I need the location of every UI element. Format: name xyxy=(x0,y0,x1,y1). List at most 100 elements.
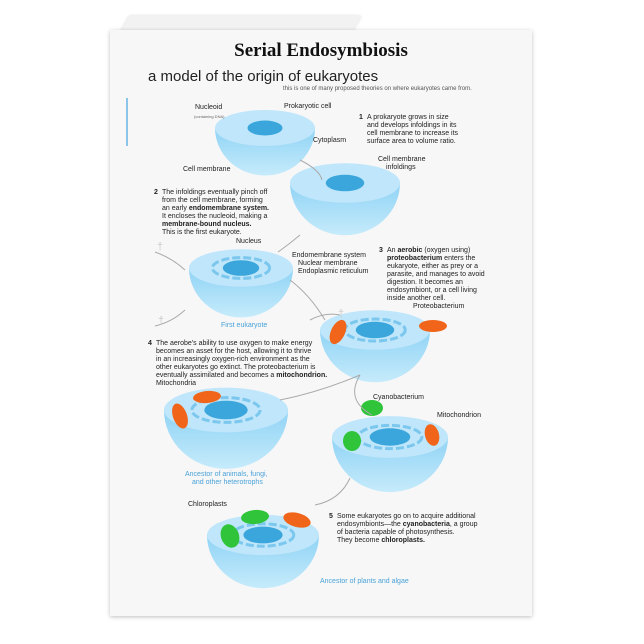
step-line: in an increasingly oxygen-rich environme… xyxy=(156,356,327,364)
arrow xyxy=(277,234,301,253)
step-text: endosymbionts—the xyxy=(337,521,403,528)
label-mitochondria: Mitochondria xyxy=(156,380,197,387)
step-line: cell membrane to increase its xyxy=(367,130,458,138)
step-number: 5 xyxy=(329,513,333,520)
label-nuclear-membrane: Nuclear membrane xyxy=(298,260,358,267)
step-keyword: mitochondrion. xyxy=(276,372,328,379)
step-text: an early xyxy=(162,205,189,212)
chloroplast xyxy=(343,431,361,451)
step-number: 2 xyxy=(154,189,158,196)
label-prokaryotic-cell: Prokaryotic cell xyxy=(284,103,332,110)
dagger-icon: † xyxy=(338,308,344,320)
step-text: surface area to volume ratio. xyxy=(367,138,456,145)
step-text: parasite, and manages to avoid xyxy=(387,271,485,278)
step-text: They become xyxy=(337,537,382,544)
label-first-eukaryote: First eukaryote xyxy=(221,322,268,329)
nucleus xyxy=(355,321,395,339)
step-text: An xyxy=(387,247,398,254)
step-line: from the cell membrane, forming xyxy=(162,197,269,205)
step-text: endosymbiont, or a cell living xyxy=(387,287,477,294)
step-line: digestion. It becomes an xyxy=(387,279,485,287)
step-number: 4 xyxy=(148,340,152,347)
diagram-illustration: ††† xyxy=(126,98,448,589)
nucleus xyxy=(204,400,248,420)
step-text: enters the xyxy=(442,255,476,262)
arrow xyxy=(279,374,361,401)
mitochondrion xyxy=(172,403,188,429)
step-text: digestion. It becomes an xyxy=(387,279,463,286)
step-line: other eukaryotes go extinct. The proteob… xyxy=(156,364,327,372)
label-infoldings-2: infoldings xyxy=(386,164,416,171)
step-line: surface area to volume ratio. xyxy=(367,138,458,146)
label-cytoplasm: Cytoplasm xyxy=(313,137,347,144)
title: Serial Endosymbiosis xyxy=(234,40,408,61)
mitochondrion xyxy=(193,390,221,404)
mitochondrion xyxy=(424,424,440,446)
step-line: of bacteria capable of photosynthesis. xyxy=(337,529,478,537)
endoplasmic-reticulum xyxy=(210,256,272,280)
step-keyword: chloroplasts. xyxy=(381,537,425,544)
step-line: membrane-bound nucleus. xyxy=(162,221,269,229)
step-5-text: 5 Some eukaryotes go on to acquire additi… xyxy=(329,513,478,545)
step-line: an early endomembrane system. xyxy=(162,205,269,213)
step-text: eukaryote, either as prey or a xyxy=(387,263,479,270)
step-line: endosymbiont, or a cell living xyxy=(387,287,485,295)
arrow xyxy=(309,313,341,321)
step-keyword: endomembrane system. xyxy=(188,205,270,212)
chloroplast xyxy=(241,509,269,525)
step-text: (oxygen using) xyxy=(422,247,471,254)
step-text: The infoldings eventually pinch off xyxy=(162,189,268,196)
step-line: The infoldings eventually pinch off xyxy=(162,189,269,197)
step-line: They become chloroplasts. xyxy=(337,537,478,545)
nucleus xyxy=(369,428,411,446)
label-endomembrane: Endomembrane system xyxy=(292,252,366,259)
step-line: eventually assimilated and becomes a mit… xyxy=(156,372,327,380)
label-nucleus: Nucleus xyxy=(236,238,262,245)
step-text: eventually assimilated and becomes a xyxy=(156,372,277,379)
greeting-card: ††† Serial Endosymbiosis a model of the … xyxy=(110,30,532,616)
step-text: other eukaryotes go extinct. The proteob… xyxy=(156,364,316,371)
subtitle: a model of the origin of eukaryotes xyxy=(148,68,379,85)
chloroplast xyxy=(220,524,240,548)
step-line: A prokaryote grows in size xyxy=(367,114,458,122)
dagger-icon: † xyxy=(158,315,164,327)
step-line: This is the first eukaryote. xyxy=(162,229,269,237)
step-text: Some eukaryotes go on to acquire additio… xyxy=(337,513,476,520)
step-line: eukaryote, either as prey or a xyxy=(387,263,485,271)
arrow xyxy=(154,309,186,327)
label-nucleoid-sub: (containing DNA) xyxy=(194,114,225,119)
label-infoldings-1: Cell membrane xyxy=(378,156,426,163)
step-line: and develops infoldings in its xyxy=(367,122,458,130)
label-cyanobacterium: Cyanobacterium xyxy=(373,394,424,401)
step-text: becomes an asset for the host, allowing … xyxy=(156,348,312,355)
step-line: proteobacterium enters the xyxy=(387,255,485,263)
cell xyxy=(332,400,448,493)
step-line: inside another cell. xyxy=(387,295,485,303)
step-keyword: proteobacterium xyxy=(387,255,443,262)
step-3-text: 3 An aerobic (oxygen using)proteobacteriu… xyxy=(379,247,485,303)
arrow xyxy=(314,477,351,506)
arrow xyxy=(289,279,326,321)
label-nucleoid: Nucleoid xyxy=(195,104,223,111)
step-text: , a group xyxy=(449,521,478,528)
step-keyword: aerobic xyxy=(397,247,423,254)
step-keyword: cyanobacteria xyxy=(402,521,450,528)
arrow xyxy=(299,159,323,181)
arrow xyxy=(154,251,186,271)
step-text: It encloses the nucleoid, making a xyxy=(162,213,268,220)
step-line: Some eukaryotes go on to acquire additio… xyxy=(337,513,478,521)
step-text: cell membrane to increase its xyxy=(367,130,459,137)
step-line: parasite, and manages to avoid xyxy=(387,271,485,279)
nucleus xyxy=(325,174,365,192)
step-keyword: membrane-bound nucleus. xyxy=(162,221,252,228)
nucleus xyxy=(243,526,283,544)
label-proteobacterium: Proteobacterium xyxy=(413,303,465,310)
step-text: This is the first eukaryote. xyxy=(162,229,242,236)
step-number: 3 xyxy=(379,247,383,254)
step-number: 1 xyxy=(359,114,363,121)
cell xyxy=(215,110,315,176)
label-mitochondrion: Mitochondrion xyxy=(437,412,481,419)
